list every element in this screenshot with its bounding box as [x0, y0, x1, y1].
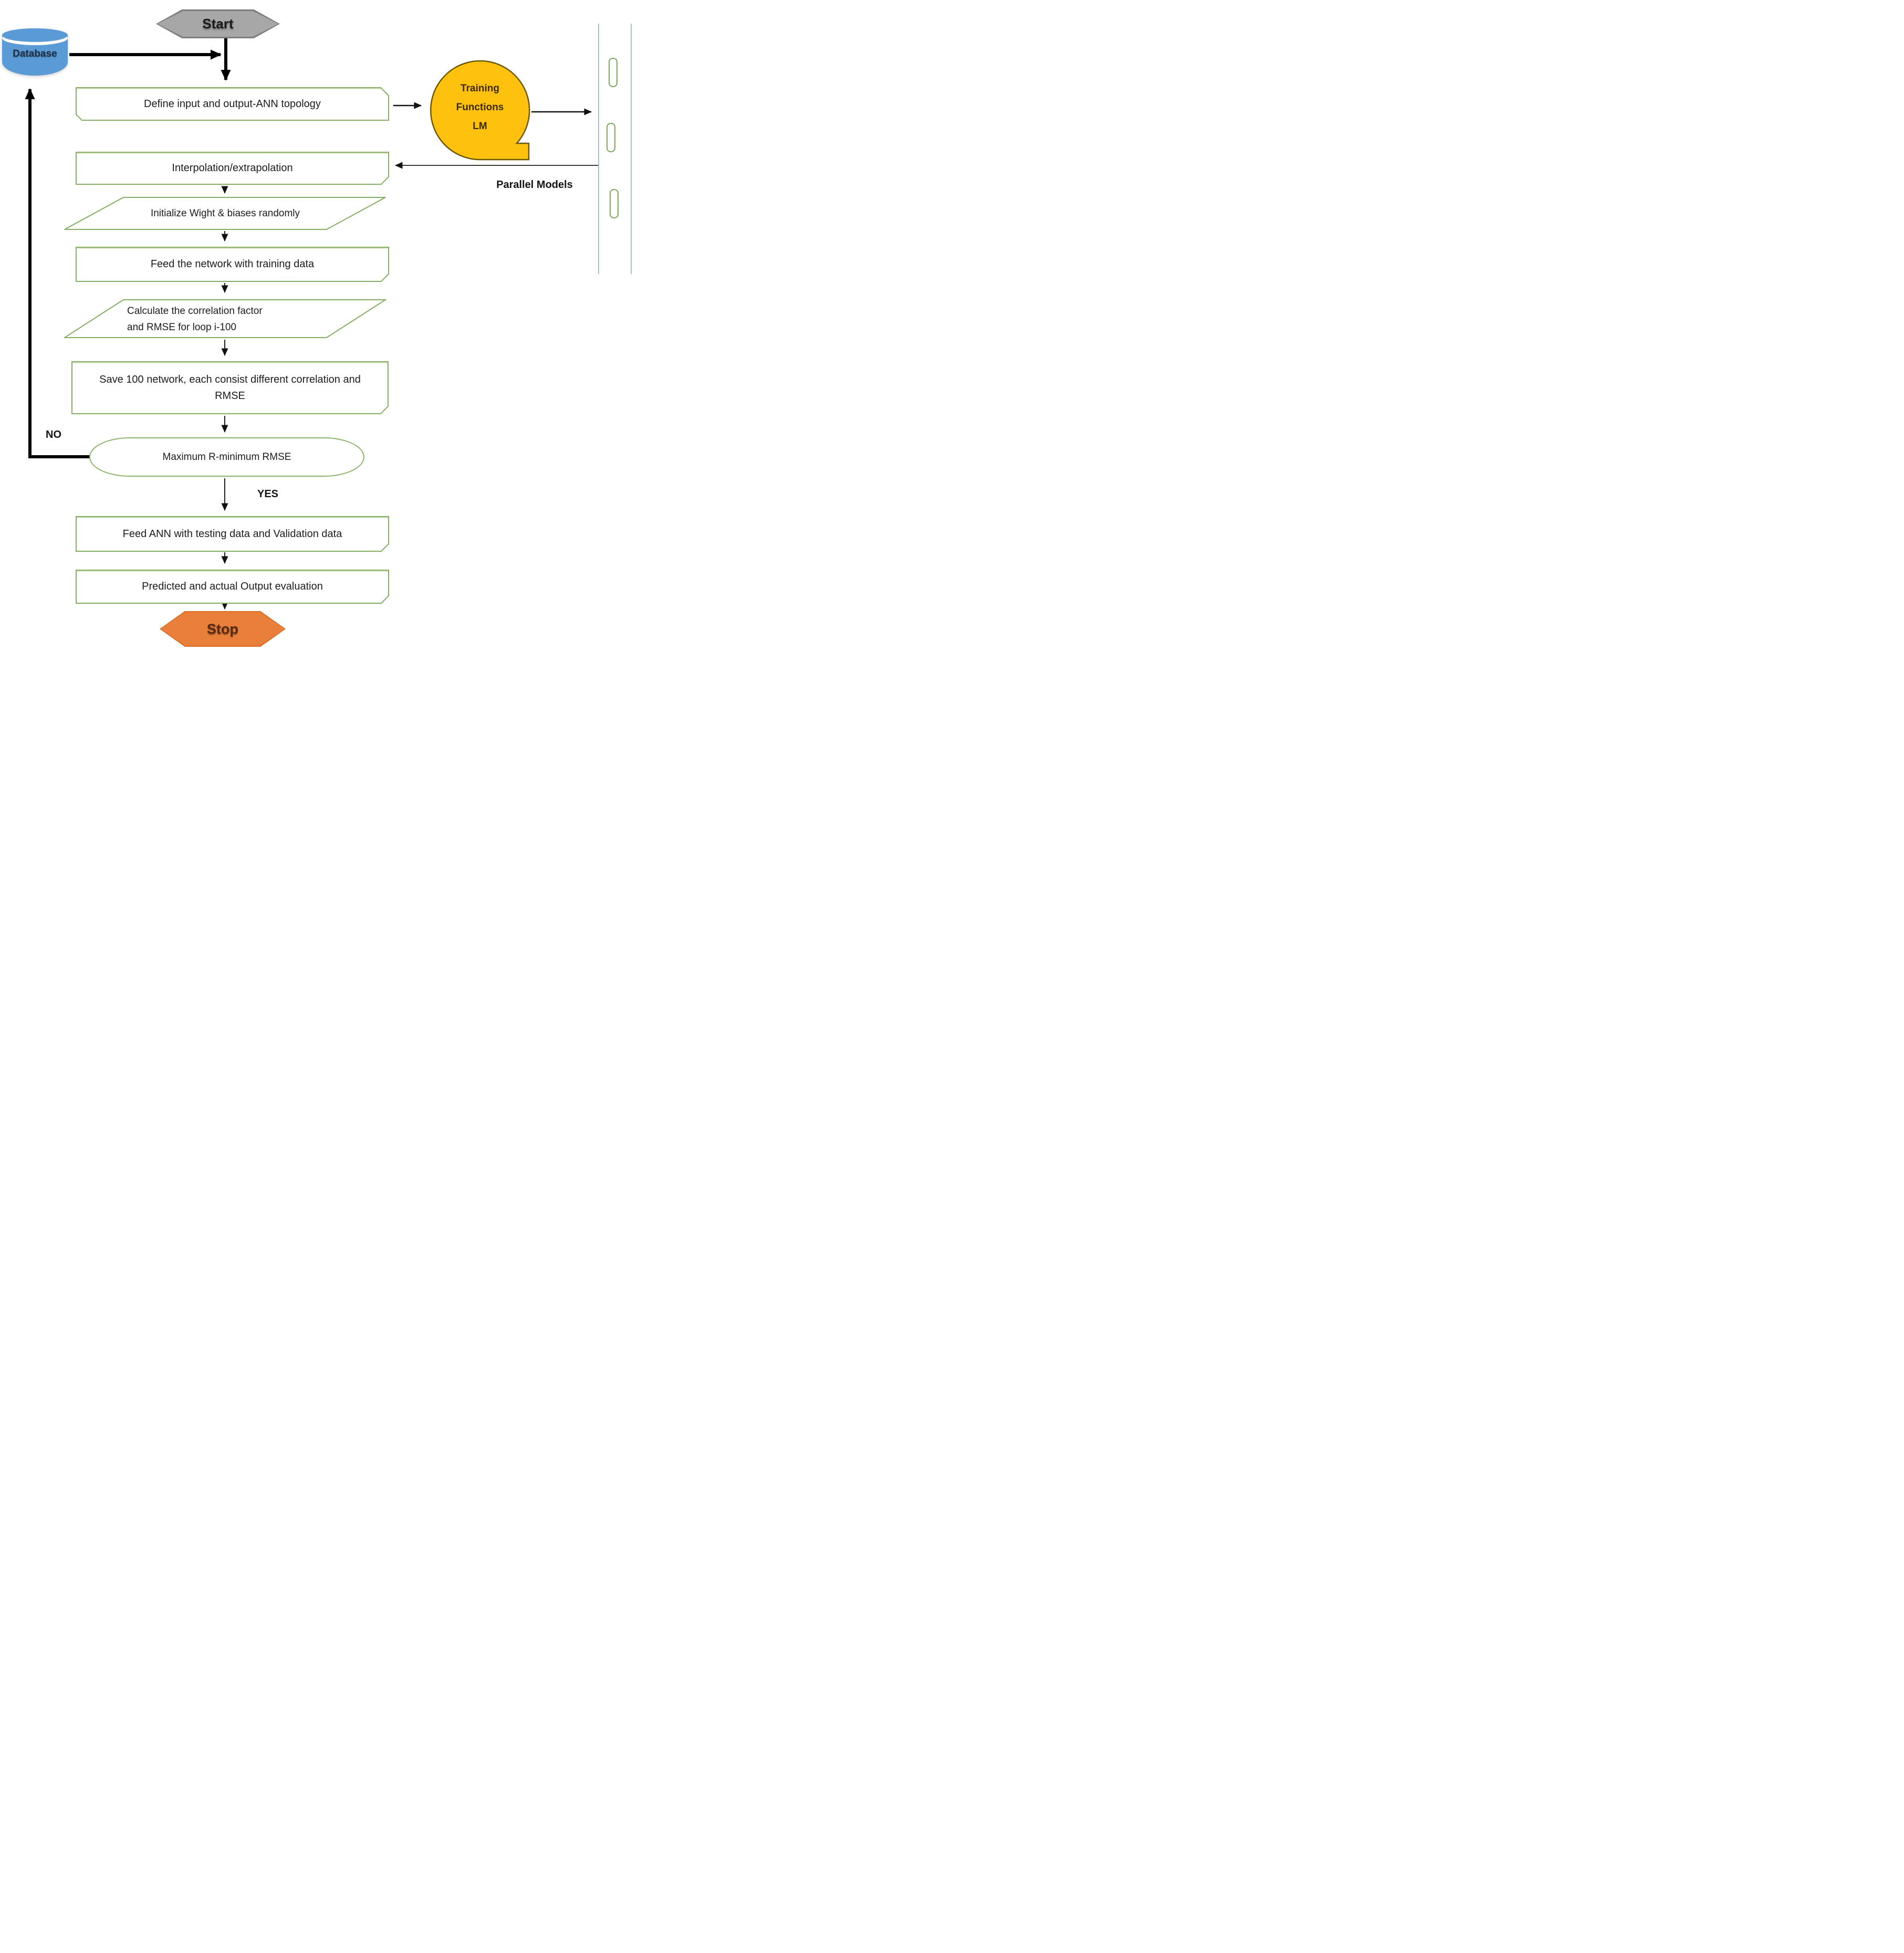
edge-decision-no-loop [25, 88, 90, 458]
decision-label: Maximum R-minimum RMSE [162, 451, 291, 463]
edge-label-no: NO [46, 428, 61, 440]
process-output-evaluation: Predicted and actual Output evaluation [76, 570, 389, 604]
define-topology-label: Define input and output-ANN topology [144, 98, 321, 110]
process-feed-testing: Feed ANN with testing data and Validatio… [76, 516, 389, 552]
database-cylinder-icon: Database [2, 28, 68, 76]
parallelogram-shape [64, 197, 386, 230]
calculate-correlation-line1: Calculate the correlation factor [127, 306, 263, 317]
process-save-networks: Save 100 network, each consist different… [71, 361, 389, 414]
parallel-models-annotation: Parallel Models [496, 178, 573, 191]
io-calculate-correlation: Calculate the correlation factor and RMS… [64, 299, 386, 338]
corner-fold-icon [380, 406, 389, 414]
feed-testing-label: Feed ANN with testing data and Validatio… [122, 528, 342, 540]
corner-fold-icon [381, 543, 389, 552]
parallel-model-node [610, 189, 619, 218]
feed-training-label: Feed the network with training data [150, 258, 315, 270]
corner-fold-icon [381, 274, 389, 282]
parallel-model-node [606, 123, 615, 152]
training-functions-line3: LM [473, 121, 487, 132]
edges-layer [25, 24, 632, 610]
flowchart-canvas: Start Database Define input and output-A… [0, 0, 635, 651]
process-feed-training: Feed the network with training data [76, 247, 389, 282]
database-label: Database [13, 48, 57, 59]
corner-chamfer-icon [76, 114, 82, 121]
stop-terminator: Stop [160, 611, 286, 647]
stop-label: Stop [207, 621, 238, 637]
calculate-correlation-line2: and RMSE for loop i-100 [127, 322, 237, 333]
training-functions-line2: Functions [456, 102, 504, 113]
edge-label-yes: YES [257, 488, 279, 500]
training-functions-line1: Training [461, 83, 499, 94]
corner-fold-icon [381, 176, 389, 185]
database-cylinder-top [2, 28, 68, 42]
corner-fold-icon [381, 595, 389, 604]
interpolation-label: Interpolation/extrapolation [172, 162, 293, 174]
output-evaluation-label: Predicted and actual Output evaluation [142, 581, 323, 592]
save-networks-label: Save 100 network, each consist different… [99, 373, 361, 402]
io-initialize-weights: Initialize Wight & biases randomly [64, 197, 386, 230]
parallelogram-shape [64, 299, 386, 338]
decision-max-r-min-rmse: Maximum R-minimum RMSE [89, 437, 364, 477]
training-functions-node: Training Functions LM [433, 79, 527, 136]
start-label: Start [202, 16, 234, 32]
corner-fold-icon [380, 87, 389, 96]
process-define-topology: Define input and output-ANN topology [76, 87, 389, 121]
parallel-model-node [609, 58, 618, 87]
start-terminator: Start [156, 9, 280, 38]
initialize-weights-label: Initialize Wight & biases randomly [150, 207, 300, 219]
process-interpolation: Interpolation/extrapolation [76, 152, 389, 185]
training-functions-shape [430, 60, 530, 161]
